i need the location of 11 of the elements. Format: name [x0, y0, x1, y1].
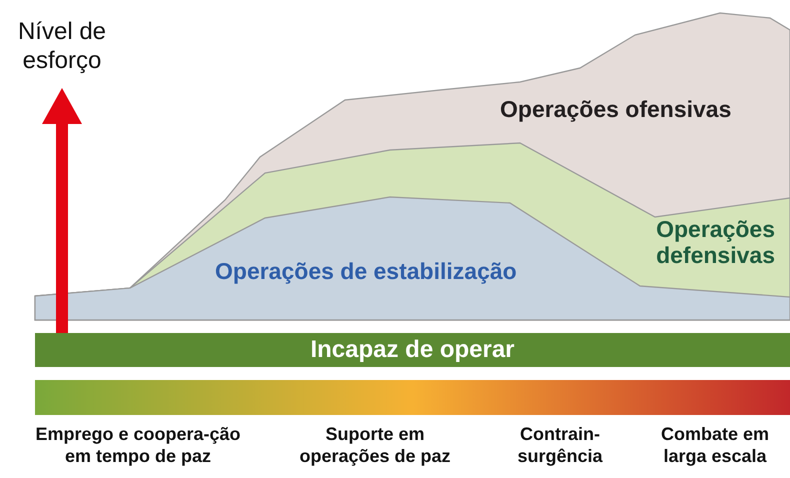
scale-label: Contrain-surgência [516, 424, 604, 468]
scale-label: Suporte em operações de paz [298, 424, 452, 468]
bar-label: Incapaz de operar [310, 336, 515, 364]
area-label: Operações de estabilização [215, 258, 518, 284]
scale-label: Emprego e coopera-ção em tempo de paz [34, 424, 242, 468]
area-label: Operações ofensivas [500, 96, 732, 122]
gradient-scale-bar [35, 380, 790, 415]
area-label: Operações defensivas [655, 216, 775, 269]
status-bar [35, 333, 790, 367]
scale-label: Combate em larga escala [660, 424, 770, 468]
axis-label: Nível de esforço [16, 18, 108, 76]
